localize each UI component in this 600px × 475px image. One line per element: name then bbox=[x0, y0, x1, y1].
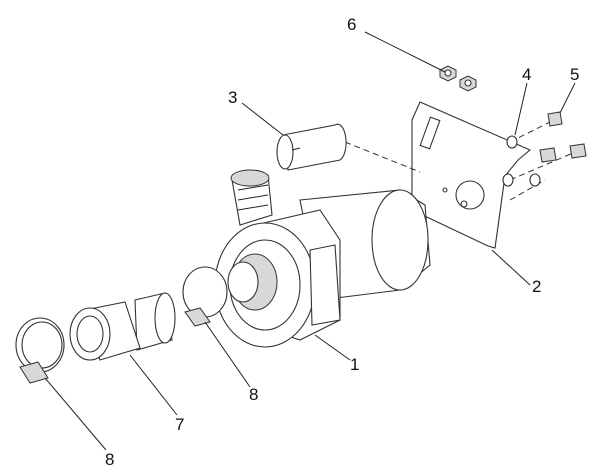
callout-5: 5 bbox=[570, 65, 579, 84]
callout-3: 3 bbox=[228, 88, 237, 107]
callout-8-outer: 8 bbox=[105, 450, 114, 469]
mounting-bracket bbox=[411, 101, 532, 249]
hose-clamp-inner bbox=[182, 266, 228, 327]
callout-7: 7 bbox=[175, 415, 184, 434]
capacitor bbox=[276, 123, 347, 171]
callout-1: 1 bbox=[350, 355, 359, 374]
hose-clamp-outer bbox=[15, 317, 65, 384]
nuts bbox=[439, 65, 477, 92]
callout-2: 2 bbox=[532, 277, 541, 296]
callout-4: 4 bbox=[522, 65, 531, 84]
pump-motor bbox=[214, 169, 431, 348]
washers-and-screws bbox=[502, 111, 587, 187]
hose-sleeve bbox=[69, 292, 176, 361]
callout-8-inner: 8 bbox=[249, 385, 258, 404]
callout-6: 6 bbox=[347, 15, 356, 34]
